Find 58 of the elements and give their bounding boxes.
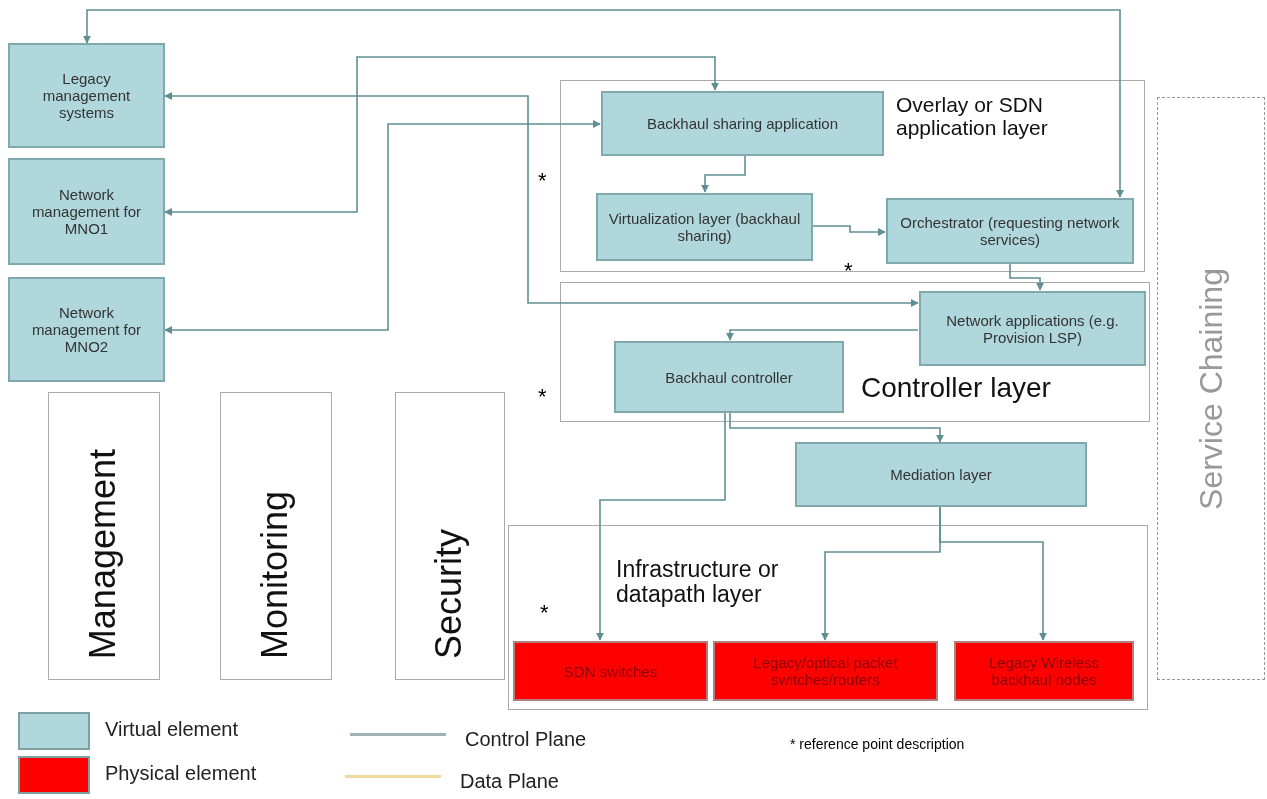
box-label: Legacy Wireless backhaul nodes [987, 654, 1100, 688]
physical-element-box [713, 641, 938, 701]
band-title: Management [82, 448, 125, 659]
arrow [939, 506, 1047, 641]
box-label: SDN switches [563, 662, 658, 680]
box-label: Legacy management systems [41, 70, 132, 121]
arrow [701, 154, 746, 193]
box-label: Backhaul sharing application [647, 115, 838, 132]
virtual-element-box [795, 442, 1087, 507]
box-label: Legacy/optical packet switches/routers [752, 654, 899, 688]
band-title: Infrastructure or datapath layer [616, 557, 780, 608]
dashed-band [1157, 97, 1265, 680]
legend-label: Control Plane [465, 728, 587, 751]
box-label: Backhaul controller [665, 368, 793, 386]
virtual-element-box [601, 91, 884, 156]
band-title: Security [428, 528, 471, 659]
reference-point-mark: * [538, 384, 547, 410]
arrow [164, 120, 601, 334]
box-label: Mediation layer [890, 466, 992, 483]
layer-band [508, 525, 1148, 710]
legend-label: Physical element [105, 762, 257, 785]
band-title: Overlay or SDN application layer [896, 93, 1049, 140]
layer-band [560, 282, 1150, 422]
layer-band [220, 392, 332, 680]
arrow [83, 9, 1124, 198]
physical-element-box [513, 641, 708, 701]
legend-label: Virtual element [105, 718, 239, 741]
reference-point-mark: * [844, 258, 853, 284]
reference-point-mark: * [538, 168, 547, 194]
virtual-element-box [8, 277, 165, 382]
band-title: Monitoring [254, 490, 297, 659]
physical-element-box [954, 641, 1134, 701]
arrow [1009, 262, 1044, 291]
virtual-element-box [596, 193, 813, 261]
layer-band [560, 80, 1145, 272]
virtual-element-box [919, 291, 1146, 366]
arrow [729, 411, 944, 443]
box-label: Network applications (e.g. Provision LSP) [945, 311, 1120, 346]
arrow [811, 225, 886, 236]
arrow [596, 411, 726, 641]
layer-band [395, 392, 505, 680]
arrow [164, 92, 919, 307]
box-label: Network management for MNO2 [30, 304, 143, 355]
box-label: Network management for MNO1 [30, 186, 143, 237]
virtual-element-box [8, 43, 165, 148]
arrow [164, 56, 719, 216]
box-label: Virtualization layer (backhaul sharing) [607, 210, 802, 244]
band-title: Controller layer [861, 373, 1052, 404]
arrow [726, 329, 919, 341]
virtual-element-box [886, 198, 1134, 264]
virtual-element-box [8, 158, 165, 265]
virtual-element-box [614, 341, 844, 413]
footnote: * reference point description [790, 736, 965, 752]
layer-band [48, 392, 160, 680]
band-title: Service Chaining [1192, 267, 1230, 510]
legend-label: Data Plane [460, 770, 559, 793]
reference-point-mark: * [540, 600, 549, 626]
box-label: Orchestrator (requesting network services) [899, 214, 1121, 248]
